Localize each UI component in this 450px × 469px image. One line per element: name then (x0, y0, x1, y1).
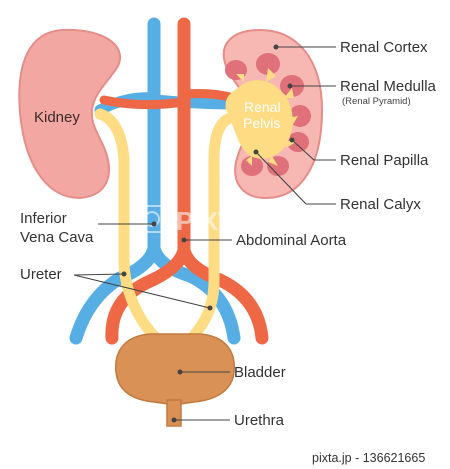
right-renal-artery (179, 89, 239, 103)
left-renal-artery (99, 95, 189, 110)
label-renal-calyx: Renal Calyx (340, 196, 421, 213)
watermark-brand: PIXTA (176, 206, 251, 236)
right-ureter (186, 112, 236, 344)
label-renal-medulla: Renal Medulla (340, 78, 437, 95)
label-bladder: Bladder (234, 364, 286, 381)
left-ureter (94, 108, 162, 344)
watermark-credit: pixta.jp - 136621665 (312, 451, 425, 465)
label-ureter: Ureter (20, 266, 62, 283)
abdominal-aorta (99, 17, 269, 345)
watermark-overlay: PIXTA (135, 205, 251, 236)
label-renal-papilla: Renal Papilla (340, 152, 429, 169)
ureters (94, 108, 236, 344)
label-renal-pelvis-line2: Pelvis (243, 115, 280, 131)
right-kidney (222, 28, 324, 200)
label-kidney: Kidney (34, 109, 80, 126)
label-renal-pelvis-line1: Renal (244, 99, 281, 115)
label-renal-pyramid: (Renal Pyramid) (342, 96, 411, 107)
label-ivc-line1: Inferior (20, 210, 67, 227)
label-ivc-line2: Vena Cava (20, 229, 94, 246)
bladder (115, 333, 235, 427)
renal-pelvis (225, 68, 298, 166)
pixta-camera-icon (135, 205, 169, 233)
label-renal-cortex: Renal Cortex (340, 39, 428, 56)
left-kidney (18, 28, 121, 200)
label-abdominal-aorta: Abdominal Aorta (236, 232, 347, 249)
label-urethra: Urethra (234, 412, 285, 429)
